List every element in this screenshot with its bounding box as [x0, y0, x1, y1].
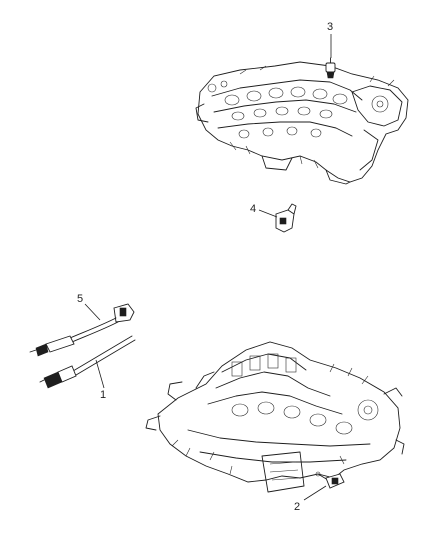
callout-5-leader: [84, 303, 101, 321]
lower-engine-illustration: [145, 341, 405, 493]
callout-1: 1: [100, 389, 106, 401]
upper-engine-illustration: [195, 61, 409, 185]
part-4-sensor: [275, 203, 297, 233]
callout-4-leader: [258, 209, 278, 218]
callout-3: 3: [327, 21, 333, 33]
part-1-probe-sensor: [39, 335, 136, 389]
callout-1-leader: [95, 359, 105, 389]
part-2-sensor: [315, 471, 345, 489]
callout-4: 4: [250, 203, 256, 215]
part-5-sensor-harness: [29, 303, 135, 357]
callout-2: 2: [294, 501, 300, 513]
callout-2-leader: [303, 485, 327, 501]
callout-5: 5: [77, 293, 83, 305]
part-3-sensor: [325, 57, 336, 79]
